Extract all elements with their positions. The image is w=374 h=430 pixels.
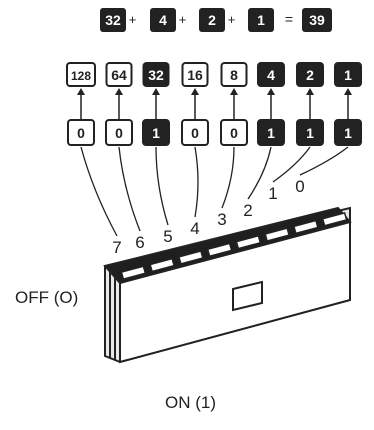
switch-key — [292, 219, 319, 235]
connector-line — [194, 146, 199, 218]
place-value-label: 8 — [230, 67, 238, 83]
switch-key — [321, 211, 348, 227]
bit-value: 0 — [115, 125, 123, 141]
bit-value: 1 — [267, 125, 275, 141]
place-value-box — [257, 62, 285, 87]
equation-result-box — [302, 8, 332, 32]
equation-term-box — [150, 8, 176, 32]
equals-sign: = — [285, 11, 293, 27]
plus-sign: + — [179, 12, 187, 27]
switch-key — [120, 265, 147, 281]
connector-line — [221, 146, 235, 209]
equation-term: 4 — [159, 12, 167, 28]
switch-key — [264, 227, 291, 242]
place-value-label: 1 — [344, 67, 352, 83]
bit-value: 1 — [306, 125, 314, 141]
dip-switch-window — [232, 280, 263, 312]
place-value-box — [220, 62, 248, 87]
connector-line — [80, 146, 118, 237]
plus-sign: + — [129, 12, 137, 27]
connector-line — [155, 146, 169, 226]
place-value-box — [66, 62, 96, 87]
bit-box — [220, 119, 248, 146]
arrow-head-icon — [344, 88, 352, 95]
dip-switch — [103, 206, 352, 364]
switch-key — [235, 234, 262, 250]
switch-key — [149, 257, 176, 273]
arrow-head-icon — [230, 88, 238, 95]
switch-number: 0 — [295, 177, 304, 196]
bit-box — [142, 119, 170, 146]
equation-term: 2 — [208, 12, 216, 28]
bit-value: 0 — [191, 125, 199, 141]
place-value-box — [334, 62, 362, 87]
arrow-head-icon — [267, 88, 275, 95]
connector-line — [118, 146, 141, 232]
bit-box — [105, 119, 133, 146]
place-value-box — [142, 62, 170, 87]
place-value-row: 128 64 32 16 8 4 2 1 — [66, 62, 362, 87]
equation-term: 1 — [257, 12, 265, 28]
switch-number: 4 — [190, 219, 199, 238]
bit-row: 0 0 1 0 0 1 1 1 — [67, 88, 362, 146]
place-value-label: 4 — [267, 67, 275, 83]
connector-line — [299, 146, 349, 176]
arrow-head-icon — [306, 88, 314, 95]
bit-box — [67, 119, 95, 146]
place-value-label: 16 — [187, 67, 203, 83]
switch-number: 1 — [268, 184, 277, 203]
equation: 32 +4 +2 +1 = 39 — [100, 8, 332, 32]
connector-lines — [80, 146, 349, 237]
switch-number: 5 — [163, 227, 172, 246]
bit-value: 1 — [344, 125, 352, 141]
switch-number: 7 — [112, 238, 121, 257]
equation-term: 32 — [105, 12, 121, 28]
switch-key — [177, 250, 204, 265]
off-label: OFF (O) — [15, 288, 78, 307]
bit-box — [181, 119, 209, 146]
connector-line — [272, 146, 311, 183]
arrow-head-icon — [77, 88, 85, 95]
bit-box — [257, 119, 285, 146]
switch-number: 6 — [135, 233, 144, 252]
switch-number: 3 — [217, 210, 226, 229]
place-value-label: 128 — [71, 69, 91, 83]
equation-term-box — [248, 8, 274, 32]
place-value-label: 2 — [306, 67, 314, 83]
plus-sign: + — [228, 12, 236, 27]
switch-keys — [120, 211, 348, 281]
bit-box — [334, 119, 362, 146]
arrow-head-icon — [115, 88, 123, 95]
arrow-head-icon — [152, 88, 160, 95]
place-value-label: 64 — [111, 67, 127, 83]
place-value-label: 32 — [148, 67, 164, 83]
arrow-head-icon — [191, 88, 199, 95]
bit-value: 0 — [77, 125, 85, 141]
equation-term-box — [100, 8, 126, 32]
place-value-box — [105, 62, 133, 87]
on-label: ON (1) — [165, 393, 216, 412]
place-value-box — [296, 62, 324, 87]
bit-value: 0 — [230, 125, 238, 141]
connector-line — [247, 146, 272, 200]
equation-result: 39 — [309, 12, 325, 28]
switch-number: 2 — [243, 201, 252, 220]
place-value-box — [181, 62, 209, 87]
switch-key — [206, 242, 233, 258]
bit-value: 1 — [152, 125, 160, 141]
equation-term-box — [199, 8, 225, 32]
bit-box — [296, 119, 324, 146]
